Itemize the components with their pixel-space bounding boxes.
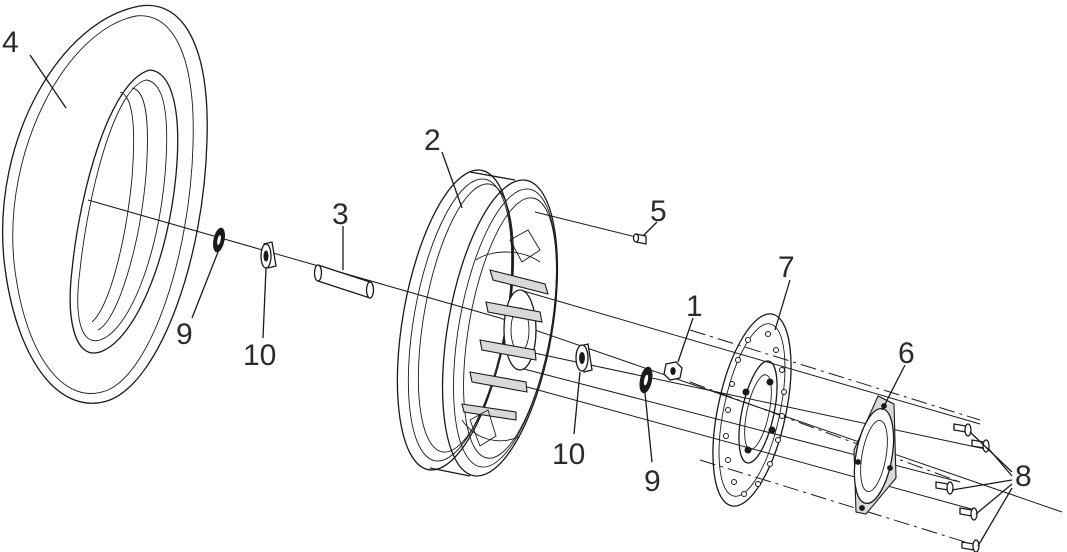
callout-7: 7	[778, 251, 795, 284]
bolt-4	[959, 507, 978, 521]
bolts	[935, 423, 990, 552]
callout-2: 2	[424, 124, 441, 157]
leader-lines	[29, 54, 1013, 547]
bolt-1	[953, 423, 972, 437]
tire	[2, 4, 208, 404]
bolt-3	[935, 481, 954, 495]
bearing-left	[260, 241, 277, 269]
assembly-axes	[87, 199, 1063, 546]
callout-3: 3	[332, 198, 349, 231]
seal-right	[639, 366, 653, 394]
carrier-plate	[853, 395, 897, 515]
brake-disc	[712, 313, 792, 507]
nut	[663, 361, 683, 381]
callout-10-left: 10	[243, 339, 276, 372]
callout-10-right: 10	[552, 438, 585, 471]
spacer-tube	[313, 264, 375, 299]
callout-9-right: 9	[644, 465, 661, 498]
bearing-right	[575, 343, 593, 373]
callout-8: 8	[1015, 460, 1032, 493]
bolt-5	[961, 539, 980, 552]
callout-9-left: 9	[176, 318, 193, 351]
callout-labels: 4 2 3 5 7 1 6 9 10 10 9 8	[2, 26, 1032, 498]
callout-1: 1	[686, 290, 703, 323]
callout-5: 5	[650, 195, 667, 228]
valve	[632, 233, 647, 245]
callout-6: 6	[898, 337, 915, 370]
callout-4: 4	[2, 26, 19, 59]
rim	[396, 169, 559, 477]
seal-left	[213, 227, 225, 253]
